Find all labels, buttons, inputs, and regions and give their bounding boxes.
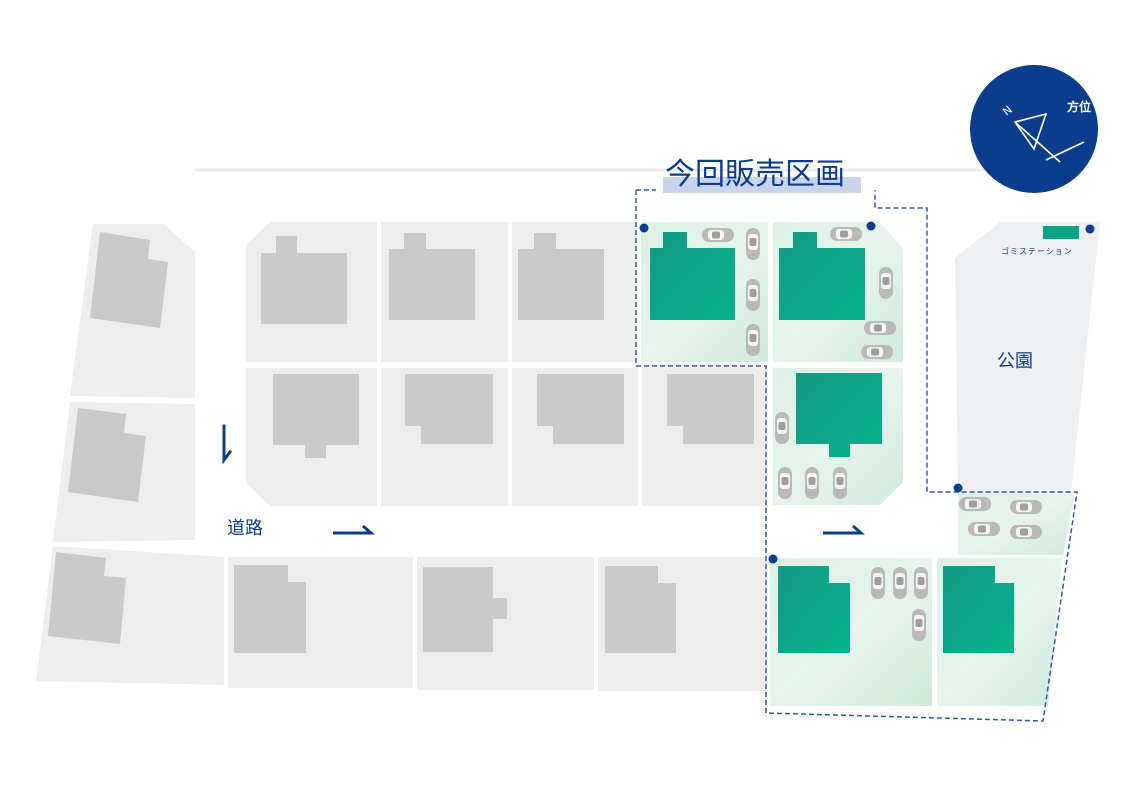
garbage-station-box [1043, 226, 1079, 239]
house [90, 232, 168, 328]
house [389, 233, 475, 320]
road-label: 道路 [227, 518, 263, 539]
compass-label: 方位 [1067, 99, 1091, 114]
house [667, 374, 754, 444]
sale-house [943, 566, 1014, 653]
park-label: 公園 [997, 351, 1033, 372]
sale-area-boundary [635, 190, 1078, 722]
house [68, 408, 146, 502]
lot-corner-marker-icon [639, 221, 1095, 564]
page-title: 今回販売区画 [665, 157, 845, 192]
sale-house [778, 566, 850, 653]
sale-house [796, 373, 882, 457]
road-arrow-icon [823, 524, 865, 535]
road-arrow-icon [222, 424, 233, 465]
house [537, 374, 624, 444]
sale-house [779, 232, 865, 320]
house [48, 552, 126, 644]
garbage-station-label: ゴミステーション [1001, 246, 1073, 256]
compass-icon: 方位 N [970, 65, 1098, 193]
house [273, 374, 359, 458]
house [234, 565, 306, 653]
house [518, 233, 604, 320]
house [261, 236, 347, 324]
house [423, 567, 507, 652]
park-area [955, 222, 1100, 492]
house [605, 566, 676, 653]
house [405, 374, 493, 444]
sale-house [650, 232, 735, 320]
road-arrow-icon [333, 524, 375, 535]
title-highlight [663, 177, 861, 193]
